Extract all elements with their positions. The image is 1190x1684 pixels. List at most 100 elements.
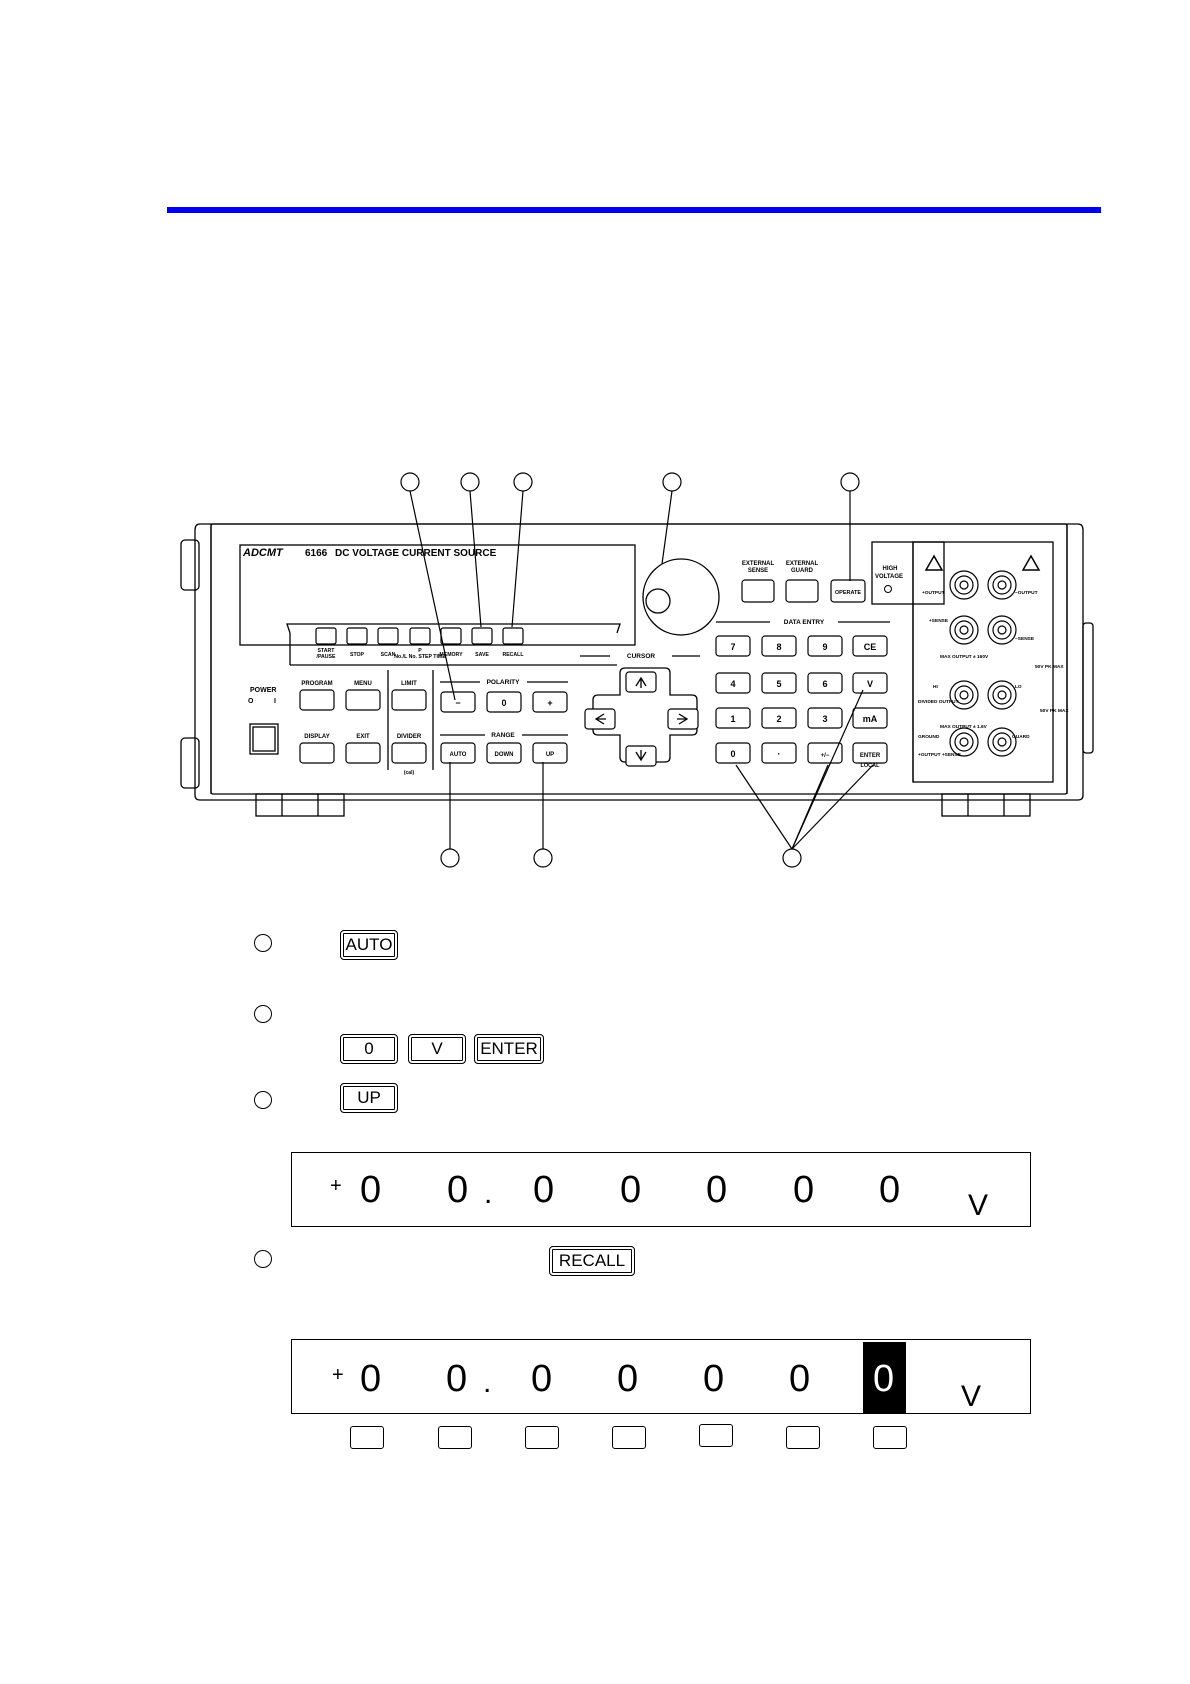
keypad-key xyxy=(761,707,797,729)
svg-text:V: V xyxy=(867,679,873,689)
keypad-key xyxy=(715,635,751,657)
digit-key-6 xyxy=(786,1426,820,1449)
svg-text:No./L No. STEP TIME: No./L No. STEP TIME xyxy=(394,654,446,660)
keypad-key xyxy=(715,672,751,694)
svg-text:O: O xyxy=(248,698,254,705)
svg-text:GUARD: GUARD xyxy=(791,568,814,574)
svg-text:6: 6 xyxy=(822,679,827,689)
svg-text:DC VOLTAGE CURRENT SOURCE: DC VOLTAGE CURRENT SOURCE xyxy=(335,548,497,559)
svg-text:EXTERNAL: EXTERNAL xyxy=(742,561,775,567)
keypad-key xyxy=(807,635,843,657)
svg-text:VOLTAGE: VOLTAGE xyxy=(875,574,903,580)
keypad-key xyxy=(807,742,843,764)
func-label-4: MEMORY xyxy=(439,652,463,658)
display-readout-2: + 0 0 . 0 0 0 0 0 V xyxy=(291,1339,1031,1414)
svg-text:ENTER: ENTER xyxy=(860,753,881,759)
svg-text:0: 0 xyxy=(501,698,506,708)
svg-text:EXIT: EXIT xyxy=(356,734,370,740)
func-label-3: P xyxy=(418,648,422,654)
svg-text:DIVIDER: DIVIDER xyxy=(397,734,422,740)
digit-key-7 xyxy=(873,1426,907,1449)
func-label-2: SCAN xyxy=(381,652,396,658)
svg-text:I: I xyxy=(274,698,276,705)
terminal-7 xyxy=(987,727,1017,757)
digit-key-4 xyxy=(612,1426,646,1449)
svg-text:+/−: +/− xyxy=(821,753,830,759)
svg-text:EXTERNAL: EXTERNAL xyxy=(786,561,819,567)
range-key-auto xyxy=(440,742,476,764)
terminal-1 xyxy=(987,570,1017,600)
svg-text:6166: 6166 xyxy=(305,548,328,559)
step-1-marker xyxy=(254,934,272,952)
panel-key-limit xyxy=(391,689,427,711)
digit-key-3 xyxy=(525,1426,559,1449)
terminal-3 xyxy=(987,615,1017,645)
keypad-key xyxy=(807,707,843,729)
svg-text:UP: UP xyxy=(546,752,554,758)
polarity-key-1 xyxy=(486,691,522,713)
svg-text:(cal): (cal) xyxy=(404,770,415,776)
svg-text:GUARD: GUARD xyxy=(1012,734,1030,740)
func-label-0: START xyxy=(318,648,336,654)
panel-key-divider xyxy=(391,742,427,764)
digit-key-1 xyxy=(350,1426,384,1449)
range-key-up xyxy=(532,742,568,764)
header-rule xyxy=(167,207,1101,213)
keypad-key xyxy=(761,635,797,657)
svg-text:0: 0 xyxy=(730,749,735,759)
svg-text:−: − xyxy=(455,698,460,708)
svg-text:OPERATE: OPERATE xyxy=(835,590,862,596)
svg-text:MAX OUTPUT ± 160V: MAX OUTPUT ± 160V xyxy=(940,654,989,660)
range-key-down xyxy=(486,742,522,764)
svg-text:DOWN: DOWN xyxy=(495,752,514,758)
digit-key-5 xyxy=(699,1424,733,1447)
svg-text:+SENSE: +SENSE xyxy=(929,618,949,624)
step-2-marker xyxy=(254,1005,272,1023)
svg-text:CURSOR: CURSOR xyxy=(627,653,655,660)
svg-text:RANGE: RANGE xyxy=(491,732,515,739)
cursor-highlight: 0 xyxy=(863,1342,906,1413)
panel-key-display xyxy=(299,742,335,764)
keypad-key xyxy=(852,707,888,729)
svg-text:GROUND: GROUND xyxy=(918,734,940,740)
v-key: V xyxy=(408,1034,466,1064)
step-3-marker xyxy=(254,1091,272,1109)
svg-text:DIVIDED OUTPUT: DIVIDED OUTPUT xyxy=(918,699,959,705)
svg-text:LO: LO xyxy=(1015,684,1022,690)
step-4-marker xyxy=(254,1250,272,1268)
front-panel-drawing: ADCMT 6166 DC VOLTAGE CURRENT SOURCE STA… xyxy=(180,472,1094,868)
keypad-key xyxy=(715,707,751,729)
terminal-5 xyxy=(987,680,1017,710)
terminal-2 xyxy=(949,615,979,645)
auto-key: AUTO xyxy=(340,930,398,960)
brand-logo: ADCMT xyxy=(242,547,284,559)
polarity-key-2 xyxy=(532,691,568,713)
func-key-6 xyxy=(502,627,524,645)
svg-text:1: 1 xyxy=(730,714,735,724)
zero-key: 0 xyxy=(340,1034,398,1064)
keypad-key xyxy=(852,742,888,764)
recall-key: RECALL xyxy=(549,1246,635,1276)
keypad-key xyxy=(761,672,797,694)
terminal-0 xyxy=(949,570,979,600)
keypad-key xyxy=(715,742,751,764)
func-key-3 xyxy=(409,627,431,645)
func-label-5: SAVE xyxy=(475,652,489,658)
polarity-key-0 xyxy=(440,691,476,713)
func-key-0 xyxy=(315,627,337,645)
svg-text:HI: HI xyxy=(933,684,938,690)
panel-key-exit xyxy=(345,742,381,764)
func-key-5 xyxy=(471,627,493,645)
panel-key-menu xyxy=(345,689,381,711)
svg-text:LOCAL: LOCAL xyxy=(861,763,881,769)
func-key-4 xyxy=(440,627,462,645)
svg-text:MAX OUTPUT ± 1.6V: MAX OUTPUT ± 1.6V xyxy=(940,724,988,730)
svg-text:+OUTPUT: +OUTPUT xyxy=(922,590,945,596)
svg-text:DATA ENTRY: DATA ENTRY xyxy=(784,619,825,626)
svg-text:POLARITY: POLARITY xyxy=(487,679,521,686)
func-label-1: STOP xyxy=(350,652,365,658)
svg-text:/PAUSE: /PAUSE xyxy=(317,654,336,660)
display-readout-1: + 0 0 . 0 0 0 0 0 V xyxy=(291,1152,1031,1227)
svg-text:−OUTPUT: −OUTPUT xyxy=(1015,590,1038,596)
svg-text:−SENSE: −SENSE xyxy=(1015,636,1035,642)
